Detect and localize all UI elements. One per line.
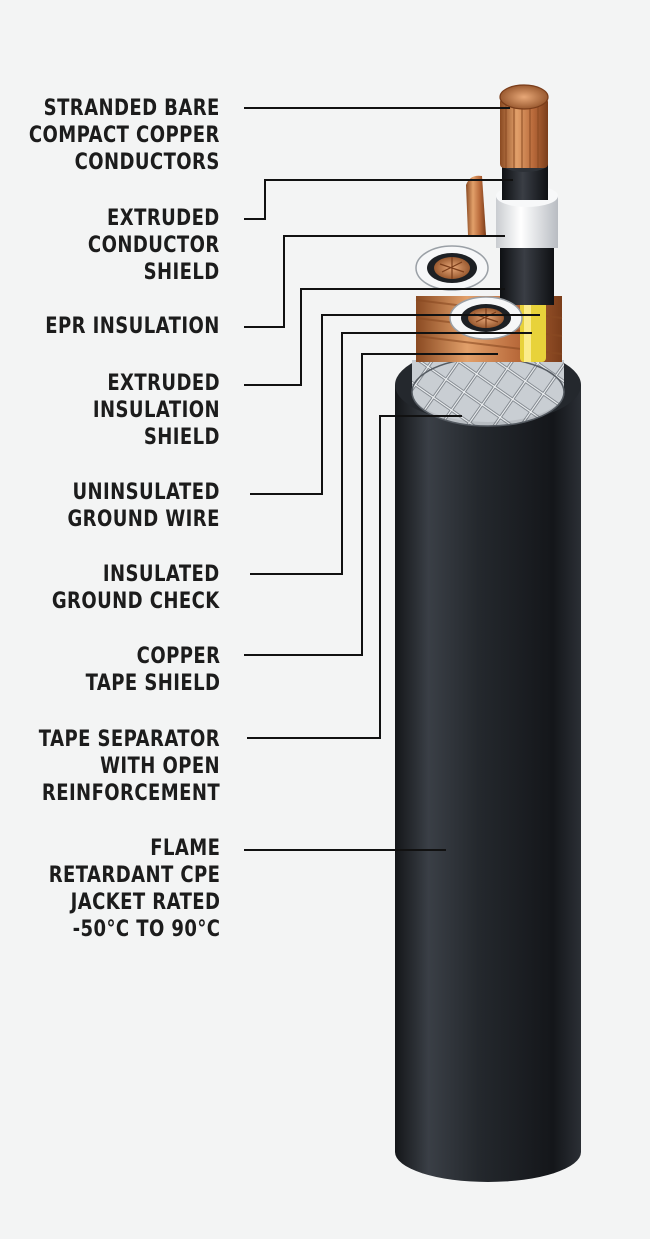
label-ground-wire: UNINSULATED GROUND WIRE xyxy=(68,479,220,533)
label-line: -50°C TO 90°C xyxy=(72,917,221,942)
label-jacket: FLAME RETARDANT CPE JACKET RATED -50°C T… xyxy=(48,835,220,943)
label-copper-tape: COPPER TAPE SHIELD xyxy=(85,643,220,697)
label-line: TAPE SHIELD xyxy=(85,671,220,696)
leader-line-insulation-shield xyxy=(244,288,505,386)
power-conductor-core xyxy=(496,84,558,305)
label-line: TAPE SEPARATOR xyxy=(38,727,220,752)
label-line: INSULATED xyxy=(103,562,220,587)
label-line: COPPER xyxy=(136,644,220,669)
label-line: EPR INSULATION xyxy=(45,314,220,339)
label-line: FLAME xyxy=(149,836,220,861)
label-line: UNINSULATED xyxy=(72,480,220,505)
label-line: SHIELD xyxy=(143,260,220,285)
conductor-end-upper xyxy=(415,245,489,291)
label-line: EXTRUDED xyxy=(107,206,220,231)
leader-line-ground-check xyxy=(250,332,532,575)
label-line: JACKET RATED xyxy=(70,890,220,915)
label-line: REINFORCEMENT xyxy=(41,781,221,806)
label-line: COMPACT COPPER xyxy=(29,123,220,148)
cable-jacket xyxy=(395,347,581,1182)
label-line: EXTRUDED xyxy=(107,371,220,396)
leader-line-ground-wire xyxy=(250,314,540,495)
label-line: STRANDED BARE xyxy=(43,96,220,121)
label-line: RETARDANT CPE xyxy=(48,863,220,888)
label-line: CONDUCTORS xyxy=(74,150,220,175)
leader-line-epr-insulation xyxy=(244,235,505,328)
label-line: GROUND WIRE xyxy=(67,507,220,532)
tape-separator-layer xyxy=(411,357,565,427)
label-tape-separator: TAPE SEPARATOR WITH OPEN REINFORCEMENT xyxy=(39,726,220,807)
label-conductors: STRANDED BARE COMPACT COPPER CONDUCTORS xyxy=(29,95,220,176)
conductor-end-lower xyxy=(449,296,523,340)
label-ground-check: INSULATED GROUND CHECK xyxy=(52,561,220,615)
label-line: WITH OPEN xyxy=(100,754,220,779)
leader-line-conductor-shield xyxy=(244,179,513,220)
label-line: SHIELD xyxy=(143,425,220,450)
label-epr-insulation: EPR INSULATION xyxy=(46,313,220,340)
label-line: GROUND CHECK xyxy=(52,589,220,614)
leader-line-copper-tape xyxy=(244,353,498,656)
label-insulation-shield: EXTRUDED INSULATION SHIELD xyxy=(93,370,220,451)
leader-line-tape-separator xyxy=(247,415,462,739)
label-line: INSULATION xyxy=(92,398,220,423)
label-conductor-shield: EXTRUDED CONDUCTOR SHIELD xyxy=(88,205,220,286)
label-line: CONDUCTOR xyxy=(88,233,220,258)
back-copper-strand xyxy=(466,175,486,235)
